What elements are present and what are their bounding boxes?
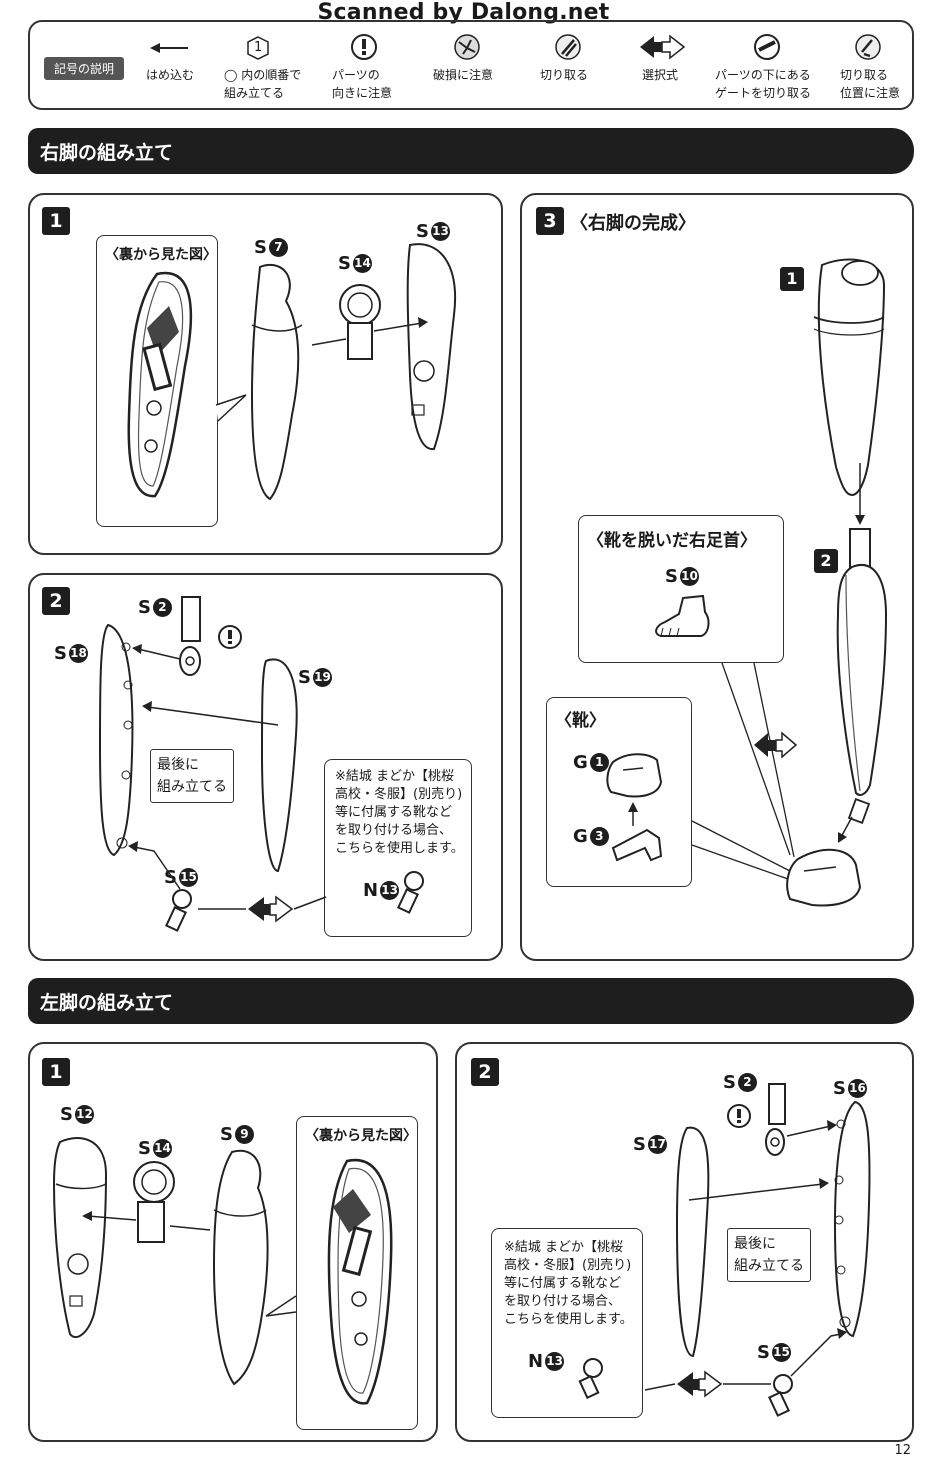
optional-parts-note: ※結城 まどか【桃桜 高校・冬服】(別売り) 等に付属する靴など を取り付ける場… [504,1240,633,1327]
legend-item-insert: はめ込む [146,32,194,84]
gate-cut-icon [715,32,811,66]
back-view-title: 〈裏から見た図〉 [305,1128,417,1144]
step-number: 3 [536,207,564,235]
legend-item-cut: 切り取る [540,32,588,84]
step-number: 1 [42,1058,70,1086]
callout-tail [215,394,247,422]
step-number: 2 [42,587,70,615]
right-leg-complete-illustration [691,258,888,907]
section-bar-left-leg: 左脚の組み立て [28,978,914,1024]
callout-assemble-last: 最後に 組み立てる [150,749,234,803]
section-bar-right-leg: 右脚の組み立て [28,128,914,174]
insert-arrow-icon [146,32,194,66]
leg-back-view-illustration [327,1158,393,1405]
back-view-title: 〈裏から見た図〉 [105,247,217,263]
symbol-legend: 記号の説明 はめ込む 1 ◯ 内の順番で 組み立てる パーツの 向きに注意 破損… [28,20,914,110]
right-step2-illustration [98,596,424,932]
barefoot-title: 〈靴を脱いだ右足首〉 [587,531,757,551]
page-number: 12 [894,1443,911,1458]
callout-tail [265,1295,297,1317]
legend-item-cut-position: 切り取る 位置に注意 [840,32,900,102]
legend-item-direction: パーツの 向きに注意 [332,32,392,102]
shoe-illustration [606,753,663,862]
leg-back-view-illustration [127,271,193,498]
optional-parts-note: ※結城 まどか【桃桜 高校・冬服】(別売り) 等に付属する靴など を取り付ける場… [335,769,464,856]
left-step1-illustration [52,1137,269,1386]
hexagon-order-icon: 1 [224,32,301,66]
back-view-box: 〈裏から見た図〉 [96,235,218,527]
section-title-right-leg: 右脚の組み立て [40,142,174,164]
cut-nipper-icon [540,32,588,66]
callout-assemble-last: 最後に 組み立てる [727,1228,811,1282]
legend-title: 記号の説明 [44,57,125,80]
legend-item-breakage: 破損に注意 [433,32,493,84]
substep-number-1: 1 [780,267,804,291]
legend-item-order: 1 ◯ 内の順番で 組み立てる [224,32,301,102]
double-arrow-icon [638,32,686,66]
section-title-left-leg: 左脚の組み立て [40,992,174,1014]
step-number: 2 [471,1058,499,1086]
optional-parts-note-box: ※結城 まどか【桃桜 高校・冬服】(別売り) 等に付属する靴など を取り付ける場… [491,1228,643,1418]
legend-item-gate: パーツの下にある ゲートを切り取る [715,32,811,102]
left-step2-illustration [578,1083,871,1417]
substep-number-2: 2 [814,549,838,573]
shoe-title: 〈靴〉 [555,711,606,731]
exclamation-icon [332,32,392,66]
step-number: 1 [42,207,70,235]
legend-item-choice: 選択式 [638,32,686,84]
barefoot-illustration [655,594,710,637]
cut-position-icon [840,32,900,66]
step3-title: 〈右脚の完成〉 [570,213,696,234]
breakage-warning-icon [433,32,493,66]
back-view-box: 〈裏から見た図〉 [296,1116,418,1430]
right-step1-illustration [250,243,457,501]
